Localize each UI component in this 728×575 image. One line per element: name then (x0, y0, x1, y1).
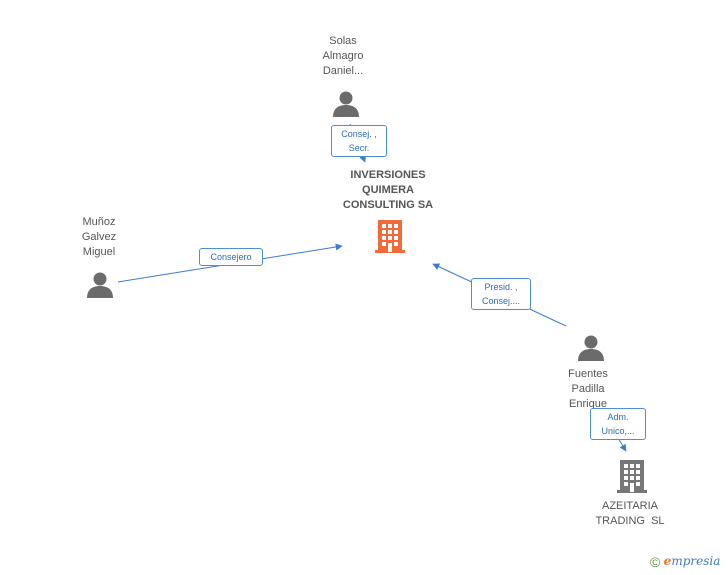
edge-label-line: Consejero (210, 252, 252, 262)
person-label-fuentes[interactable]: Fuentes Padilla Enrique (560, 367, 616, 412)
person-name-line: Padilla (571, 383, 605, 395)
person-label-solas[interactable]: Solas Almagro Daniel... (316, 34, 370, 79)
person-icon[interactable] (576, 333, 606, 363)
brand-logo: © empresia (650, 554, 720, 570)
person-label-munoz[interactable]: Muñoz Galvez Miguel (72, 215, 126, 260)
person-name-line: Almagro (322, 50, 364, 62)
edge-label-line: Consej. , (341, 129, 377, 139)
company-name-line: INVERSIONES (350, 169, 426, 181)
edge-label-fuentes-azeitaria[interactable]: Adm. Unico,... (590, 408, 646, 440)
edge-label-line: Consej.... (481, 296, 521, 306)
edge-label-line: Secr. (348, 143, 370, 153)
company-label-azeitaria[interactable]: AZEITARIA TRADING SL (590, 499, 670, 529)
edge-label-munoz-center[interactable]: Consejero (199, 248, 263, 266)
edge-label-line: Unico,... (601, 426, 635, 436)
person-name-line: Fuentes (568, 368, 608, 380)
person-name-line: Daniel... (322, 65, 364, 77)
building-icon[interactable] (374, 218, 406, 254)
person-icon[interactable] (85, 270, 115, 300)
company-name-line: CONSULTING SA (342, 199, 434, 211)
person-name-line: Galvez (81, 231, 117, 243)
edge-label-fuentes-center[interactable]: Presid. , Consej.... (471, 278, 531, 310)
edge-label-line: Presid. , (484, 282, 518, 292)
brand-name: mpresia (671, 554, 721, 569)
person-name-line: Muñoz (82, 216, 116, 228)
person-icon[interactable] (331, 89, 361, 119)
company-name-line: TRADING SL (595, 515, 665, 527)
company-name-line: QUIMERA (362, 184, 414, 196)
brand-e: e (663, 554, 672, 569)
person-name-line: Miguel (82, 246, 116, 258)
company-label-center[interactable]: INVERSIONES QUIMERA CONSULTING SA (328, 168, 448, 213)
person-name-line: Enrique (569, 398, 607, 410)
person-name-line: Solas (329, 35, 357, 47)
building-icon[interactable] (616, 458, 648, 494)
edge-label-solas-center[interactable]: Consej. , Secr. (331, 125, 387, 157)
edge-label-line: Adm. (607, 412, 629, 422)
company-name-line: AZEITARIA (601, 500, 659, 512)
copyright-icon: © (650, 554, 661, 570)
